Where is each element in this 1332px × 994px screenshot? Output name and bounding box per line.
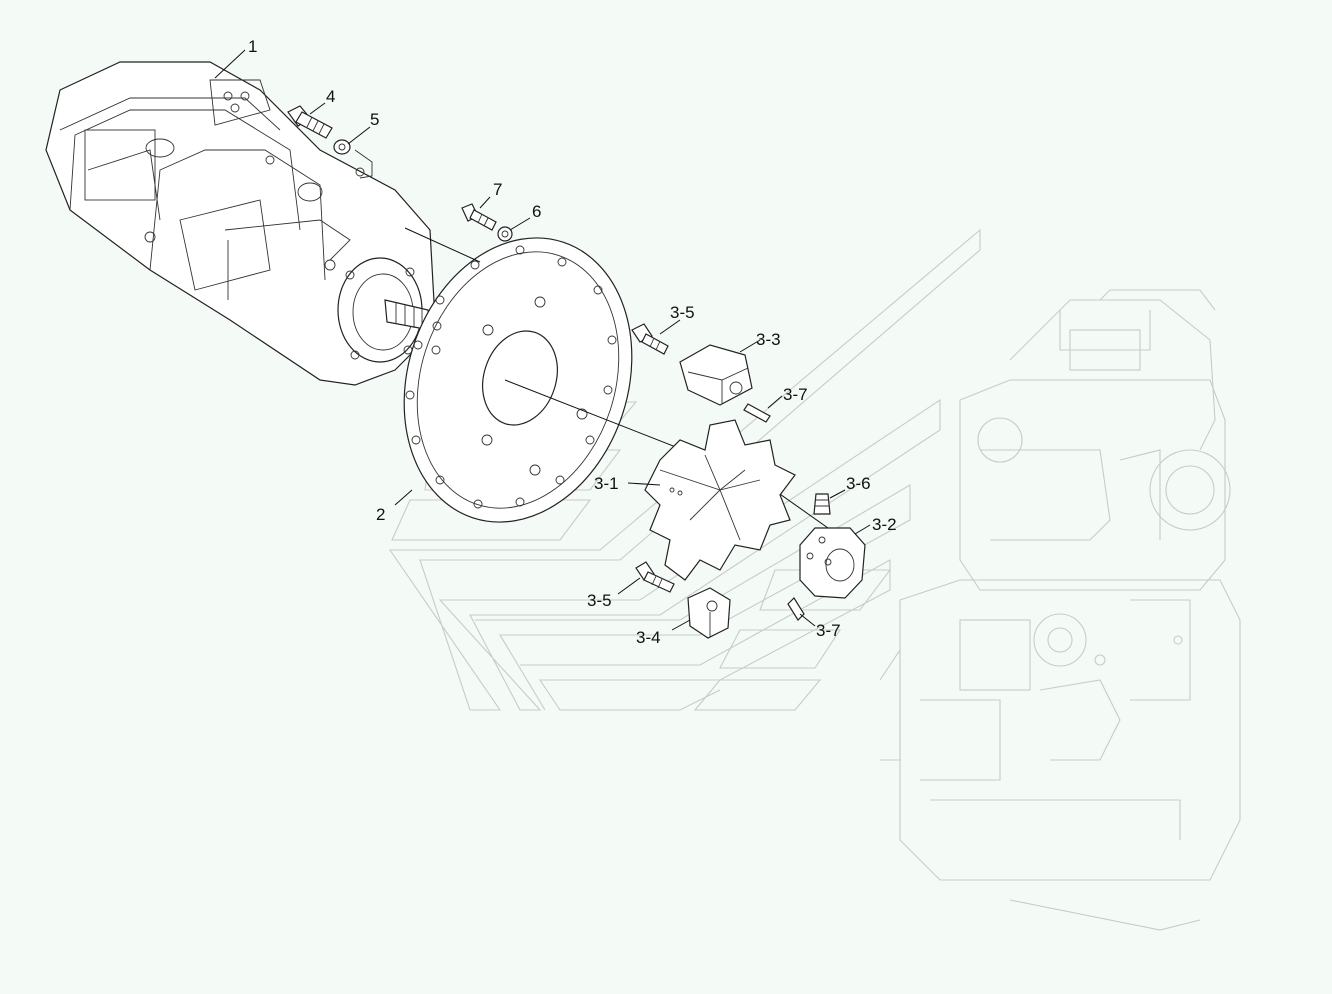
washer-part-6 bbox=[497, 226, 513, 242]
bolt-part-7 bbox=[461, 203, 497, 231]
callout-3-1: 3-1 bbox=[594, 474, 619, 493]
washer-part-5 bbox=[333, 139, 351, 155]
callout-6: 6 bbox=[532, 202, 541, 221]
callout-labels: 1 2 4 5 6 7 3-1 3-2 3-3 3-4 3-5 3-5 3-6 … bbox=[248, 37, 897, 647]
callout-2: 2 bbox=[376, 505, 385, 524]
axis-line-pump bbox=[404, 227, 481, 263]
leader-lines bbox=[214, 49, 871, 631]
hub-part-3-2 bbox=[799, 527, 866, 599]
callout-5: 5 bbox=[370, 110, 379, 129]
pin-part-3-7-top bbox=[743, 403, 771, 423]
coupling-element-part-3-1 bbox=[644, 419, 796, 581]
callout-3-7-bottom: 3-7 bbox=[816, 621, 841, 640]
flywheel-plate-part-2 bbox=[403, 237, 633, 523]
callout-3-3: 3-3 bbox=[756, 330, 781, 349]
callout-3-7-top: 3-7 bbox=[783, 385, 808, 404]
bolt-part-3-5-bottom bbox=[635, 561, 675, 593]
fitting-part-3-6 bbox=[813, 493, 831, 515]
callout-3-4: 3-4 bbox=[636, 628, 661, 647]
callout-3-5-bottom: 3-5 bbox=[587, 591, 612, 610]
callout-3-6: 3-6 bbox=[846, 474, 871, 493]
background-engine bbox=[879, 289, 1241, 931]
callout-1: 1 bbox=[248, 37, 257, 56]
pump-bracket-edge bbox=[354, 149, 373, 179]
callout-4: 4 bbox=[326, 87, 335, 106]
clamp-part-3-4 bbox=[687, 587, 731, 639]
callout-3-2: 3-2 bbox=[872, 515, 897, 534]
clamp-part-3-3 bbox=[679, 344, 753, 406]
callout-3-5-top: 3-5 bbox=[670, 303, 695, 322]
bolt-part-4 bbox=[287, 105, 333, 139]
callout-7: 7 bbox=[493, 180, 502, 199]
pump-port-icon bbox=[355, 167, 365, 177]
hydraulic-pump bbox=[45, 61, 436, 386]
bolt-part-3-5-top bbox=[631, 323, 669, 355]
